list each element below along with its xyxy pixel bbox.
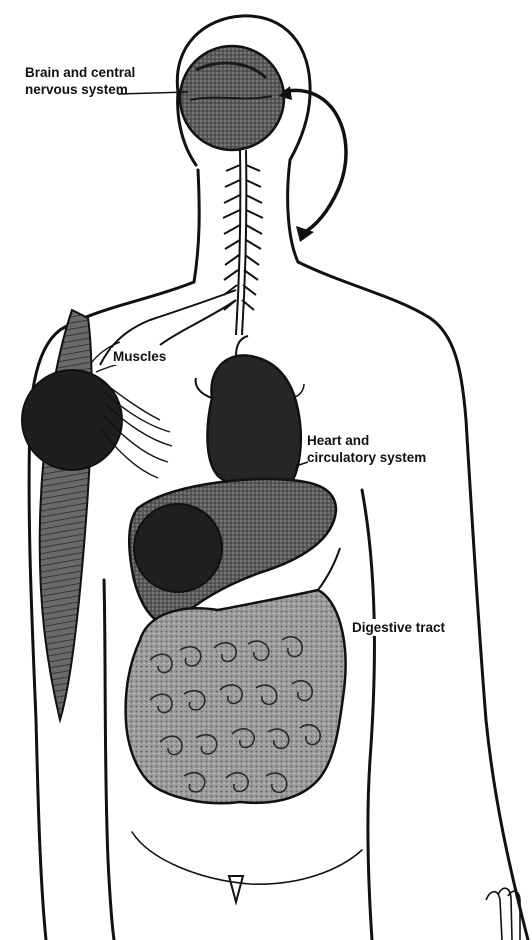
label-heart-line1: Heart and xyxy=(307,432,426,449)
label-heart: Heart and circulatory system xyxy=(307,432,426,466)
label-heart-line2: circulatory system xyxy=(307,449,426,466)
navel xyxy=(229,876,243,902)
label-digestive: Digestive tract xyxy=(350,619,447,636)
label-brain: Brain and central nervous system xyxy=(25,64,135,98)
hand xyxy=(486,888,520,940)
brain xyxy=(180,46,284,150)
label-brain-line1: Brain and central xyxy=(25,64,135,81)
label-muscles: Muscles xyxy=(111,348,168,365)
label-brain-line2: nervous system xyxy=(25,81,135,98)
label-muscles-text: Muscles xyxy=(113,348,166,365)
label-digestive-text: Digestive tract xyxy=(352,619,445,636)
heart xyxy=(196,336,304,491)
stomach xyxy=(134,504,222,592)
spinal-cord xyxy=(100,150,263,365)
